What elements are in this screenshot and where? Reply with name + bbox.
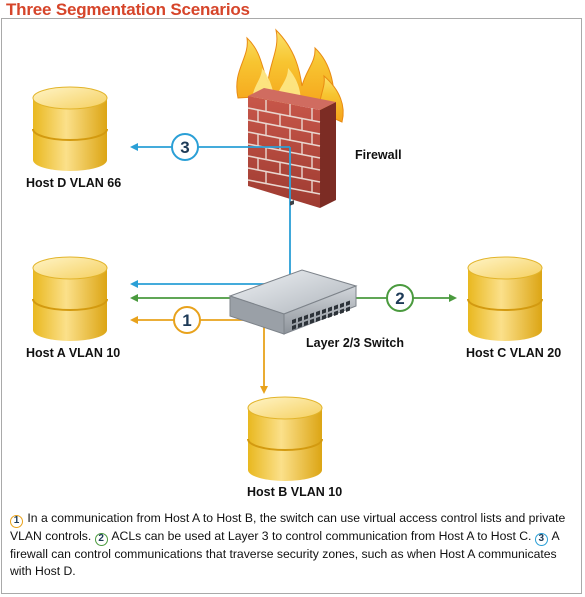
host-a-label: Host A VLAN 10 (26, 346, 121, 360)
caption-number-3: 3 (534, 533, 548, 546)
switch-icon (228, 200, 358, 335)
flow-1-number: 1 (182, 311, 191, 330)
flow-2-number: 2 (395, 289, 404, 308)
host-b-label: Host B VLAN 10 (247, 485, 343, 499)
flow-2-badge: 2 (386, 284, 414, 312)
host-a-database-icon (32, 256, 108, 341)
figure-title: Three Segmentation Scenarios (6, 0, 250, 19)
flow-1-path (130, 316, 268, 394)
host-c-label: Host C VLAN 20 (466, 346, 562, 360)
flow-3-number: 3 (180, 138, 189, 157)
switch-label: Layer 2/3 Switch (306, 336, 404, 350)
firewall-icon (236, 28, 344, 208)
caption-number-2: 2 (94, 533, 108, 546)
caption: 1 In a communication from Host A to Host… (10, 510, 578, 579)
caption-text-2: ACLs can be used at Layer 3 to control c… (111, 529, 532, 543)
host-b-database-icon (247, 396, 323, 481)
caption-number-1: 1 (10, 515, 23, 528)
caption-text-1: In a communication from Host A to Host B… (10, 511, 566, 543)
host-c-database-icon (467, 256, 543, 341)
host-d-label: Host D VLAN 66 (26, 176, 122, 190)
host-d-database-icon (32, 86, 108, 171)
flow-1-badge: 1 (173, 306, 201, 334)
caption-text-3: A firewall can control communications th… (10, 529, 559, 578)
firewall-label: Firewall (355, 148, 402, 162)
flow-3-badge: 3 (171, 133, 199, 161)
